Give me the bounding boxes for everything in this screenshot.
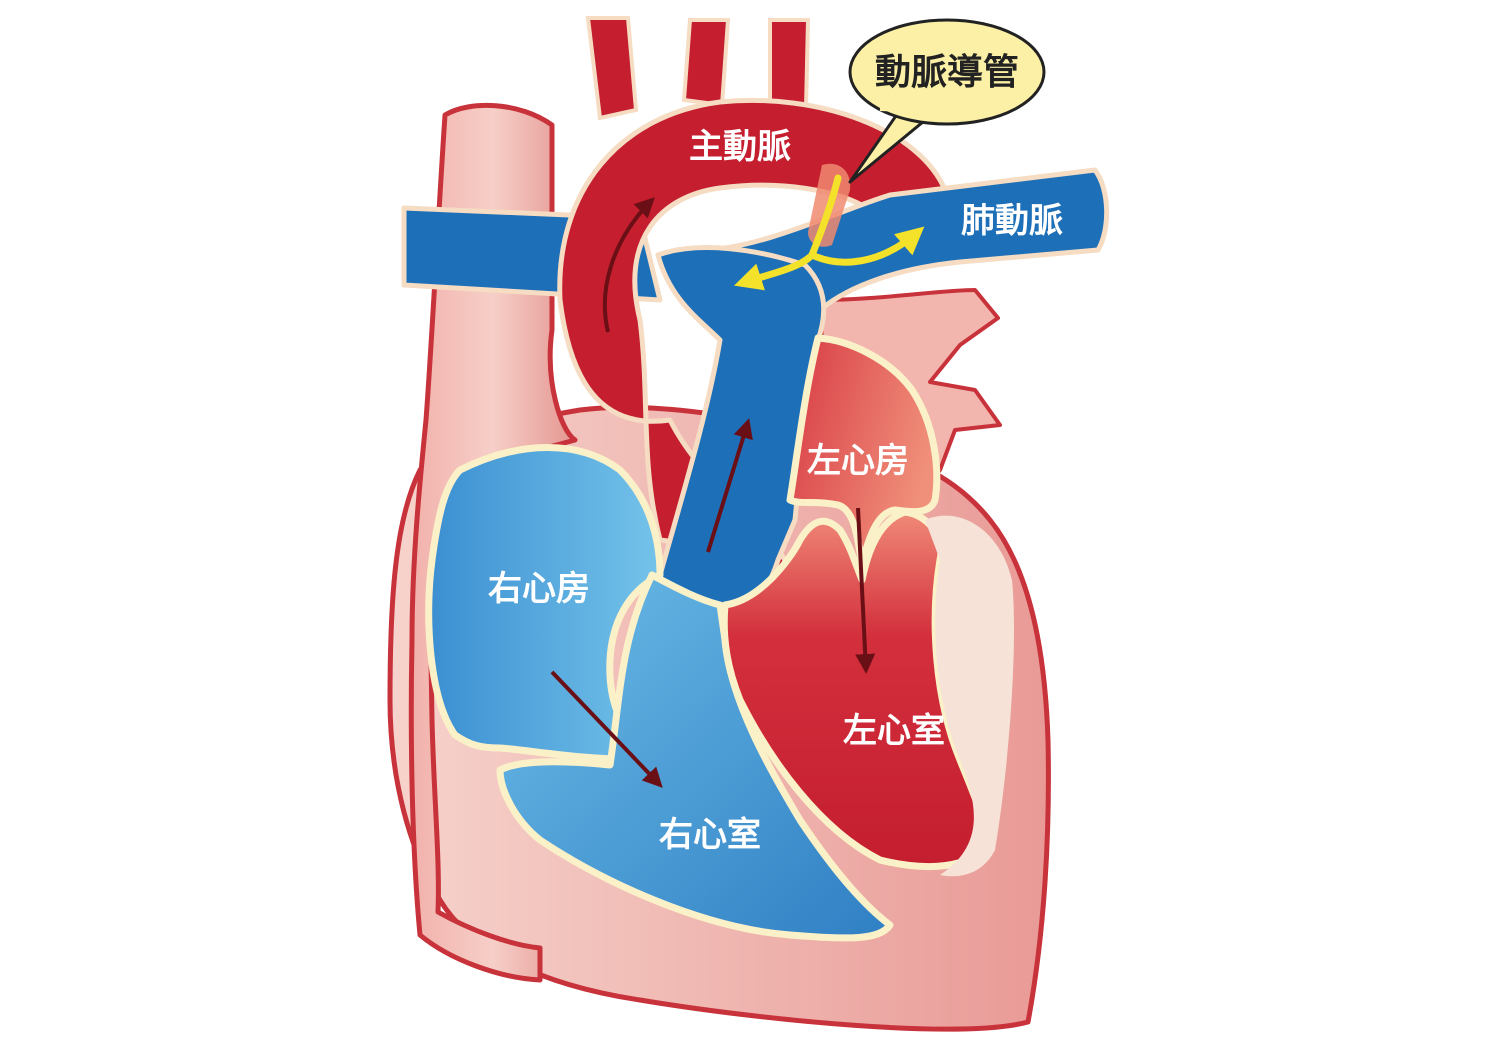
left-ventricle-label: 左心室 xyxy=(843,711,945,751)
ductus-flow-arrow-right xyxy=(808,226,925,266)
pulmonary-artery-label: 肺動脈 xyxy=(961,201,1063,241)
aorta-label: 主動脈 xyxy=(689,127,791,167)
aorta-branch-3 xyxy=(768,18,811,111)
right-atrium-label: 右心房 xyxy=(488,569,590,609)
callout-bubble xyxy=(848,18,1046,126)
left-av-flow-arrow xyxy=(855,507,876,674)
right-av-flow-arrow xyxy=(550,670,663,788)
ductus-label: 動脈導管 xyxy=(875,52,1019,93)
left-atrium-chamber xyxy=(786,334,941,569)
ventricular-septum xyxy=(925,515,1015,877)
pulmonary-flow-arrow xyxy=(706,418,753,553)
aorta-branch-1 xyxy=(585,16,639,121)
ductus-flow-arrow-left xyxy=(734,251,816,291)
ductus-callout: 動脈導管 xyxy=(848,18,1046,184)
right-ventricle-label: 右心室 xyxy=(659,815,761,855)
aorta-branch-2 xyxy=(681,18,731,108)
aorta-flow-arrow xyxy=(602,197,655,333)
aorta xyxy=(557,16,948,615)
ductus-flow-curve xyxy=(808,174,842,259)
left-atrium-label: 左心房 xyxy=(807,441,909,481)
vena-cava xyxy=(408,102,578,983)
